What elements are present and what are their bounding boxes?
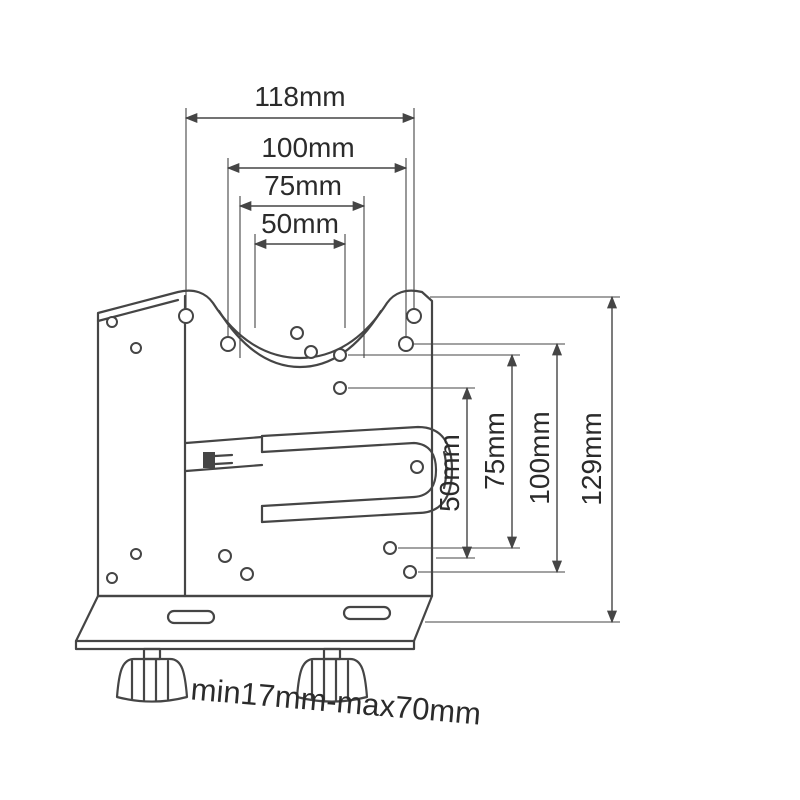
dim-50mm-vertical: 50mm (348, 386, 475, 560)
mounting-hole (290, 326, 304, 340)
clamp-hole (410, 460, 424, 474)
mounting-hole (178, 308, 194, 324)
dim-75mm-vertical: 75mm (348, 353, 520, 550)
base-shelf (74, 594, 434, 651)
dim-50mm-horizontal: 50mm (253, 208, 347, 328)
dim-label-50mm-vertical: 50mm (434, 434, 465, 512)
dim-129mm-vertical: 129mm (425, 295, 620, 624)
mounting-hole (406, 308, 422, 324)
shelf-slot (166, 609, 216, 625)
mounting-hole (398, 336, 414, 352)
clamp-screw-shank (213, 453, 234, 458)
mounting-hole (403, 565, 417, 579)
dim-label-118mm: 118mm (254, 81, 345, 112)
back-plate-outline (96, 289, 434, 598)
dim-label-75mm-horizontal: 75mm (264, 170, 342, 201)
dim-label-129mm-vertical: 129mm (576, 412, 607, 505)
clamp-strap-top (184, 435, 264, 445)
valley-inner-curve (217, 309, 383, 369)
dim-75mm-horizontal: 75mm (238, 170, 366, 358)
mounting-hole (220, 336, 236, 352)
mounting-hole (130, 342, 142, 354)
thumbscrew-shaft (322, 647, 342, 661)
top-dimensions: 118mm 100mm 75mm 50mm (184, 81, 416, 358)
shelf-front-face (74, 639, 416, 651)
dim-100mm-vertical: 100mm (414, 342, 565, 574)
mounting-hole (106, 572, 118, 584)
mounting-hole (333, 348, 347, 362)
mounting-hole (130, 548, 142, 560)
mounting-hole (240, 567, 254, 581)
clamp-body-outer (260, 425, 454, 524)
thumbscrew-left (115, 647, 189, 703)
clamp-body-inner (260, 441, 438, 508)
mounting-hole (383, 541, 397, 555)
mounting-hole (106, 316, 118, 328)
dim-label-100mm-vertical: 100mm (524, 411, 555, 504)
mounting-hole (333, 381, 347, 395)
thumbscrew-shaft (142, 647, 162, 661)
dim-label-100mm-horizontal: 100mm (261, 132, 354, 163)
thumbscrew-knob (295, 657, 369, 703)
right-dimensions: 50mm 75mm 100mm 129mm (348, 295, 620, 624)
dim-118mm: 118mm (184, 81, 416, 308)
dim-label-75mm-vertical: 75mm (479, 412, 510, 490)
shelf-slot (342, 605, 392, 621)
dim-label-50mm-horizontal: 50mm (261, 208, 339, 239)
clamp-screw-head (203, 452, 215, 468)
dim-100mm-horizontal: 100mm (226, 132, 408, 336)
mounting-hole (218, 549, 232, 563)
clamp-bulge-contour (442, 450, 448, 490)
bracket-drawing (74, 289, 454, 703)
clamp-strap-bottom (184, 463, 264, 473)
clamp-assembly (184, 425, 454, 524)
clamp-screw-shank (213, 461, 234, 466)
thumbscrew-knob (115, 657, 189, 703)
thumbscrew-right (295, 647, 369, 703)
mounting-hole (304, 345, 318, 359)
